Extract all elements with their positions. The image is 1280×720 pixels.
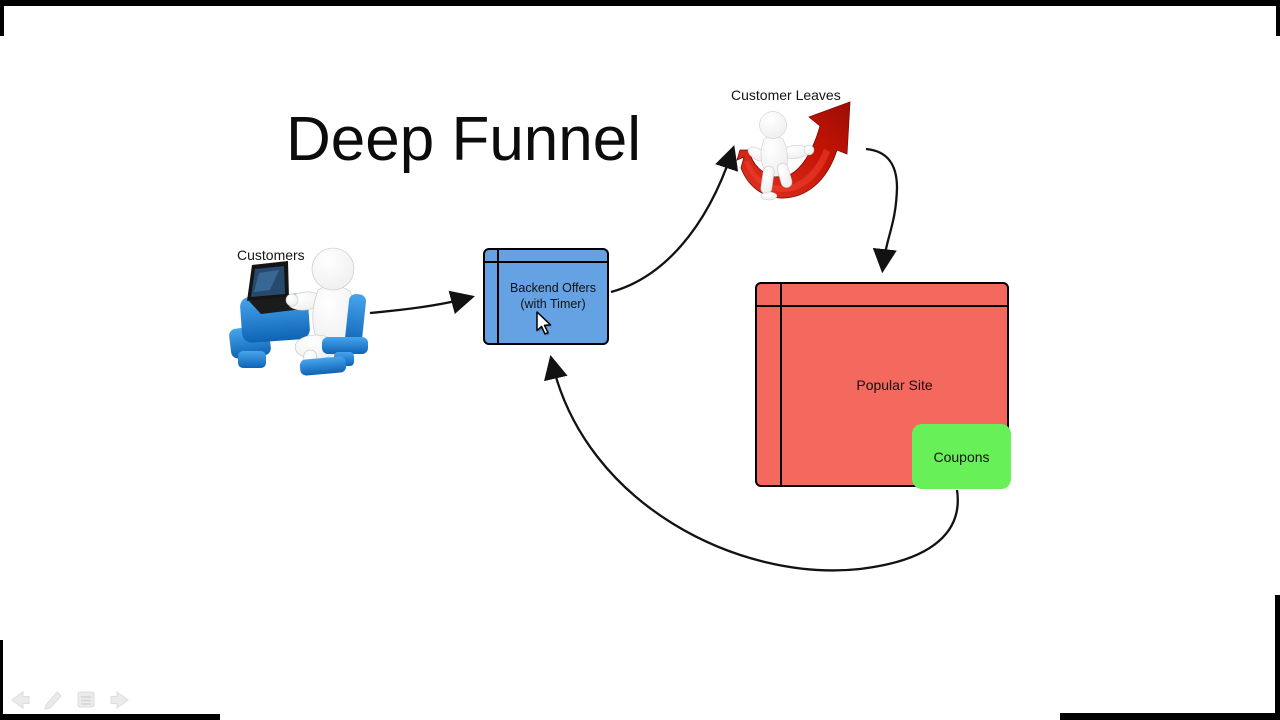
coupons-label: Coupons <box>933 448 990 465</box>
frame-left-top-edge <box>0 0 4 36</box>
back-arrow-icon[interactable] <box>8 688 32 712</box>
backend-offers-label: Backend Offers (with Timer) <box>499 250 607 343</box>
chair-right-icon <box>299 293 368 376</box>
chair-left-icon <box>229 325 271 368</box>
frame-bottom-left-edge <box>0 714 220 720</box>
frame-top-edge <box>0 0 1280 6</box>
frame-bottom-right-edge <box>1060 713 1280 720</box>
page-title: Deep Funnel <box>286 105 642 174</box>
backend-offers-label-line1: Backend Offers <box>510 280 596 295</box>
backend-offers-label-line2: (with Timer) <box>520 296 586 311</box>
frame-right-bottom-edge <box>1275 595 1280 720</box>
mouse-cursor-icon <box>536 311 552 336</box>
frame-right-top-edge <box>1276 0 1280 36</box>
connector-customer-leaves-to-popular-site <box>865 147 899 274</box>
frame-left-bottom-edge <box>0 640 3 720</box>
customer-leaves-figure <box>736 101 851 201</box>
pencil-icon[interactable] <box>41 688 65 712</box>
backend-offers-sidebar-line <box>497 250 499 343</box>
desk-icon <box>240 293 310 343</box>
customer-leaves-label: Customer Leaves <box>731 87 841 103</box>
backend-offers-header-line <box>485 261 607 263</box>
person-icon <box>747 111 815 201</box>
customers-label: Customers <box>237 247 305 263</box>
laptop-icon <box>247 261 303 314</box>
red-swoosh-arrow-icon <box>736 101 851 199</box>
notes-icon[interactable] <box>74 688 98 712</box>
person-icon <box>285 247 356 374</box>
forward-arrow-icon[interactable] <box>108 688 132 712</box>
connector-customers-to-backend <box>369 290 476 315</box>
coupons-node[interactable]: Coupons <box>912 424 1011 489</box>
popular-site-header-line <box>757 305 1007 307</box>
